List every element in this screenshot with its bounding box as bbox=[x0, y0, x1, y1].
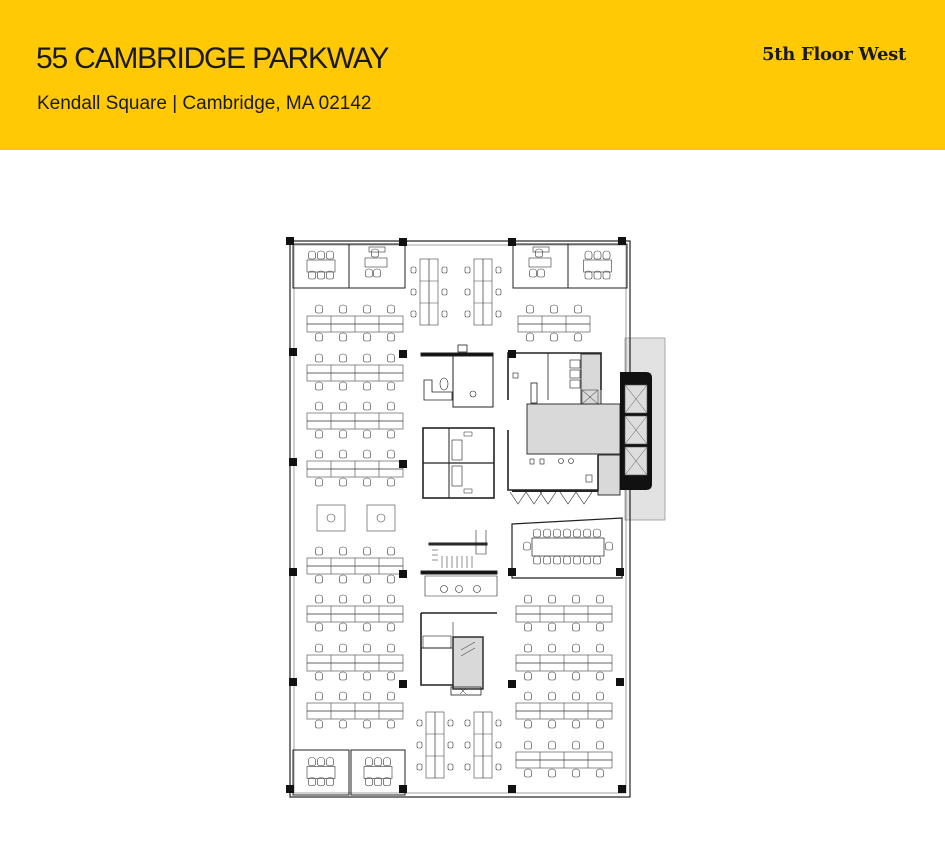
workstation-cluster bbox=[306, 643, 404, 681]
header-banner: 55 CAMBRIDGE PARKWAY Kendall Square | Ca… bbox=[0, 0, 945, 150]
conference-room-ne bbox=[567, 243, 628, 289]
workstation-bench bbox=[464, 711, 502, 779]
stair-core-south bbox=[420, 612, 497, 696]
column bbox=[508, 680, 516, 688]
building-shell bbox=[289, 240, 631, 798]
workstation-cluster bbox=[306, 304, 404, 342]
workstation-cluster bbox=[306, 401, 404, 439]
building-title: 55 CAMBRIDGE PARKWAY bbox=[36, 42, 389, 75]
floor-label: 5th Floor West bbox=[761, 44, 906, 65]
column bbox=[508, 350, 516, 358]
phone-booths bbox=[316, 504, 396, 532]
conference-room-sw-2 bbox=[350, 749, 406, 796]
conference-room-sw-1 bbox=[292, 749, 350, 796]
workstation-clusters bbox=[306, 304, 613, 778]
column bbox=[399, 570, 407, 578]
column bbox=[286, 237, 294, 245]
workstation-cluster bbox=[306, 691, 404, 729]
workstation-cluster bbox=[515, 643, 613, 681]
elevator-bank bbox=[620, 372, 652, 490]
office-nw bbox=[348, 243, 406, 289]
column bbox=[286, 785, 294, 793]
boardroom bbox=[511, 517, 623, 579]
column bbox=[289, 348, 297, 356]
column bbox=[618, 785, 626, 793]
column bbox=[289, 678, 297, 686]
column bbox=[399, 680, 407, 688]
workstation-cluster bbox=[306, 546, 404, 584]
workstation-bench bbox=[410, 258, 448, 326]
workstation-cluster bbox=[515, 691, 613, 729]
column bbox=[616, 568, 624, 576]
enclosed-rooms bbox=[292, 243, 628, 796]
restroom-north bbox=[507, 352, 602, 405]
workstation-cluster bbox=[306, 594, 404, 632]
office-ne bbox=[512, 243, 569, 289]
column bbox=[289, 458, 297, 466]
column bbox=[618, 237, 626, 245]
workstation-cluster bbox=[515, 740, 613, 778]
column bbox=[616, 678, 624, 686]
lounge-center bbox=[420, 344, 494, 408]
pantry-feature-stair bbox=[420, 530, 498, 597]
column bbox=[289, 568, 297, 576]
workstation-benches bbox=[410, 258, 502, 779]
column bbox=[399, 238, 407, 246]
restroom-center bbox=[422, 427, 495, 499]
building-address: Kendall Square | Cambridge, MA 02142 bbox=[37, 93, 372, 114]
workstation-bench bbox=[464, 258, 502, 326]
column bbox=[399, 460, 407, 468]
column bbox=[508, 238, 516, 246]
building-core bbox=[452, 353, 621, 690]
workstation-bench bbox=[416, 711, 454, 779]
structural-columns bbox=[286, 237, 626, 793]
workstation-cluster bbox=[306, 449, 404, 487]
restroom-south bbox=[507, 430, 599, 505]
workstation-cluster bbox=[515, 594, 613, 632]
column bbox=[399, 785, 407, 793]
column bbox=[508, 568, 516, 576]
column bbox=[399, 350, 407, 358]
column bbox=[508, 785, 516, 793]
workstation-cluster bbox=[306, 353, 404, 391]
workstation-cluster bbox=[517, 304, 591, 342]
conference-room-nw bbox=[292, 243, 350, 289]
